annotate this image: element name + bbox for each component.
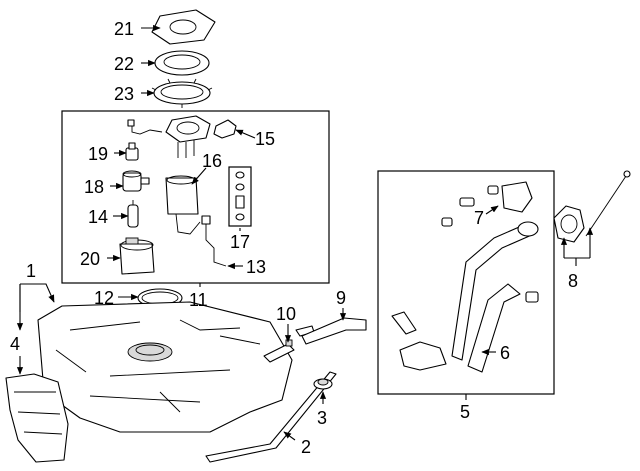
- part-22-gasket[interactable]: [154, 50, 210, 76]
- part-5-bolt[interactable]: [525, 291, 539, 303]
- callout-labels: 21 22 23 15 19 16 18 14 17 20 13 12 11 1…: [10, 19, 578, 457]
- callout-14[interactable]: 14: [88, 207, 108, 227]
- callout-21[interactable]: 21: [114, 19, 134, 39]
- callout-20[interactable]: 20: [80, 249, 100, 269]
- callout-9[interactable]: 9: [336, 288, 346, 308]
- callout-18[interactable]: 18: [84, 177, 104, 197]
- callout-12[interactable]: 12: [94, 288, 114, 308]
- part-14-pump[interactable]: [127, 200, 139, 228]
- part-17-bracket: [228, 166, 252, 227]
- part-8-fuel-door[interactable]: [553, 205, 585, 243]
- callout-8[interactable]: 8: [568, 271, 578, 291]
- part-7-filler-cap[interactable]: [441, 181, 533, 227]
- part-8-release-cable[interactable]: [585, 170, 631, 237]
- part-20-reservoir[interactable]: [119, 237, 155, 275]
- callout-22[interactable]: 22: [114, 54, 134, 74]
- part-13-float-arm[interactable]: [201, 215, 227, 267]
- part-23-lock-ring[interactable]: [151, 78, 213, 108]
- callout-15[interactable]: 15: [255, 129, 275, 149]
- callout-16[interactable]: 16: [202, 151, 222, 171]
- part-6-filler-pipe[interactable]: [399, 221, 539, 373]
- callout-2[interactable]: 2: [301, 437, 311, 457]
- callout-4[interactable]: 4: [10, 334, 20, 354]
- callout-7[interactable]: 7: [474, 208, 484, 228]
- part-19-regulator[interactable]: [125, 142, 139, 161]
- leader-lines: [16, 24, 594, 441]
- part-17-orings[interactable]: [235, 171, 245, 221]
- callout-3[interactable]: 3: [317, 408, 327, 428]
- part-18-filter[interactable]: [122, 170, 150, 192]
- callout-17[interactable]: 17: [230, 232, 250, 252]
- part-5-hose[interactable]: [391, 311, 417, 335]
- pump-module-top[interactable]: [165, 115, 211, 158]
- callout-19[interactable]: 19: [88, 144, 108, 164]
- callout-11[interactable]: 11: [189, 290, 208, 310]
- callout-6[interactable]: 6: [500, 343, 510, 363]
- callout-1[interactable]: 1: [26, 261, 36, 281]
- part-4-heat-shield[interactable]: [5, 373, 69, 463]
- pump-wire: [127, 119, 163, 135]
- callout-13[interactable]: 13: [246, 257, 266, 277]
- callout-5[interactable]: 5: [460, 402, 470, 422]
- part-1-fuel-tank[interactable]: [37, 301, 293, 433]
- fuel-pump-kit-box: [61, 110, 330, 284]
- part-15-connector[interactable]: [213, 119, 237, 139]
- callout-10[interactable]: 10: [276, 304, 296, 324]
- callout-23[interactable]: 23: [114, 84, 134, 104]
- part-3-cap[interactable]: [313, 378, 333, 390]
- part-21-cover-plate[interactable]: [151, 9, 216, 45]
- part-16-sender[interactable]: [165, 175, 201, 235]
